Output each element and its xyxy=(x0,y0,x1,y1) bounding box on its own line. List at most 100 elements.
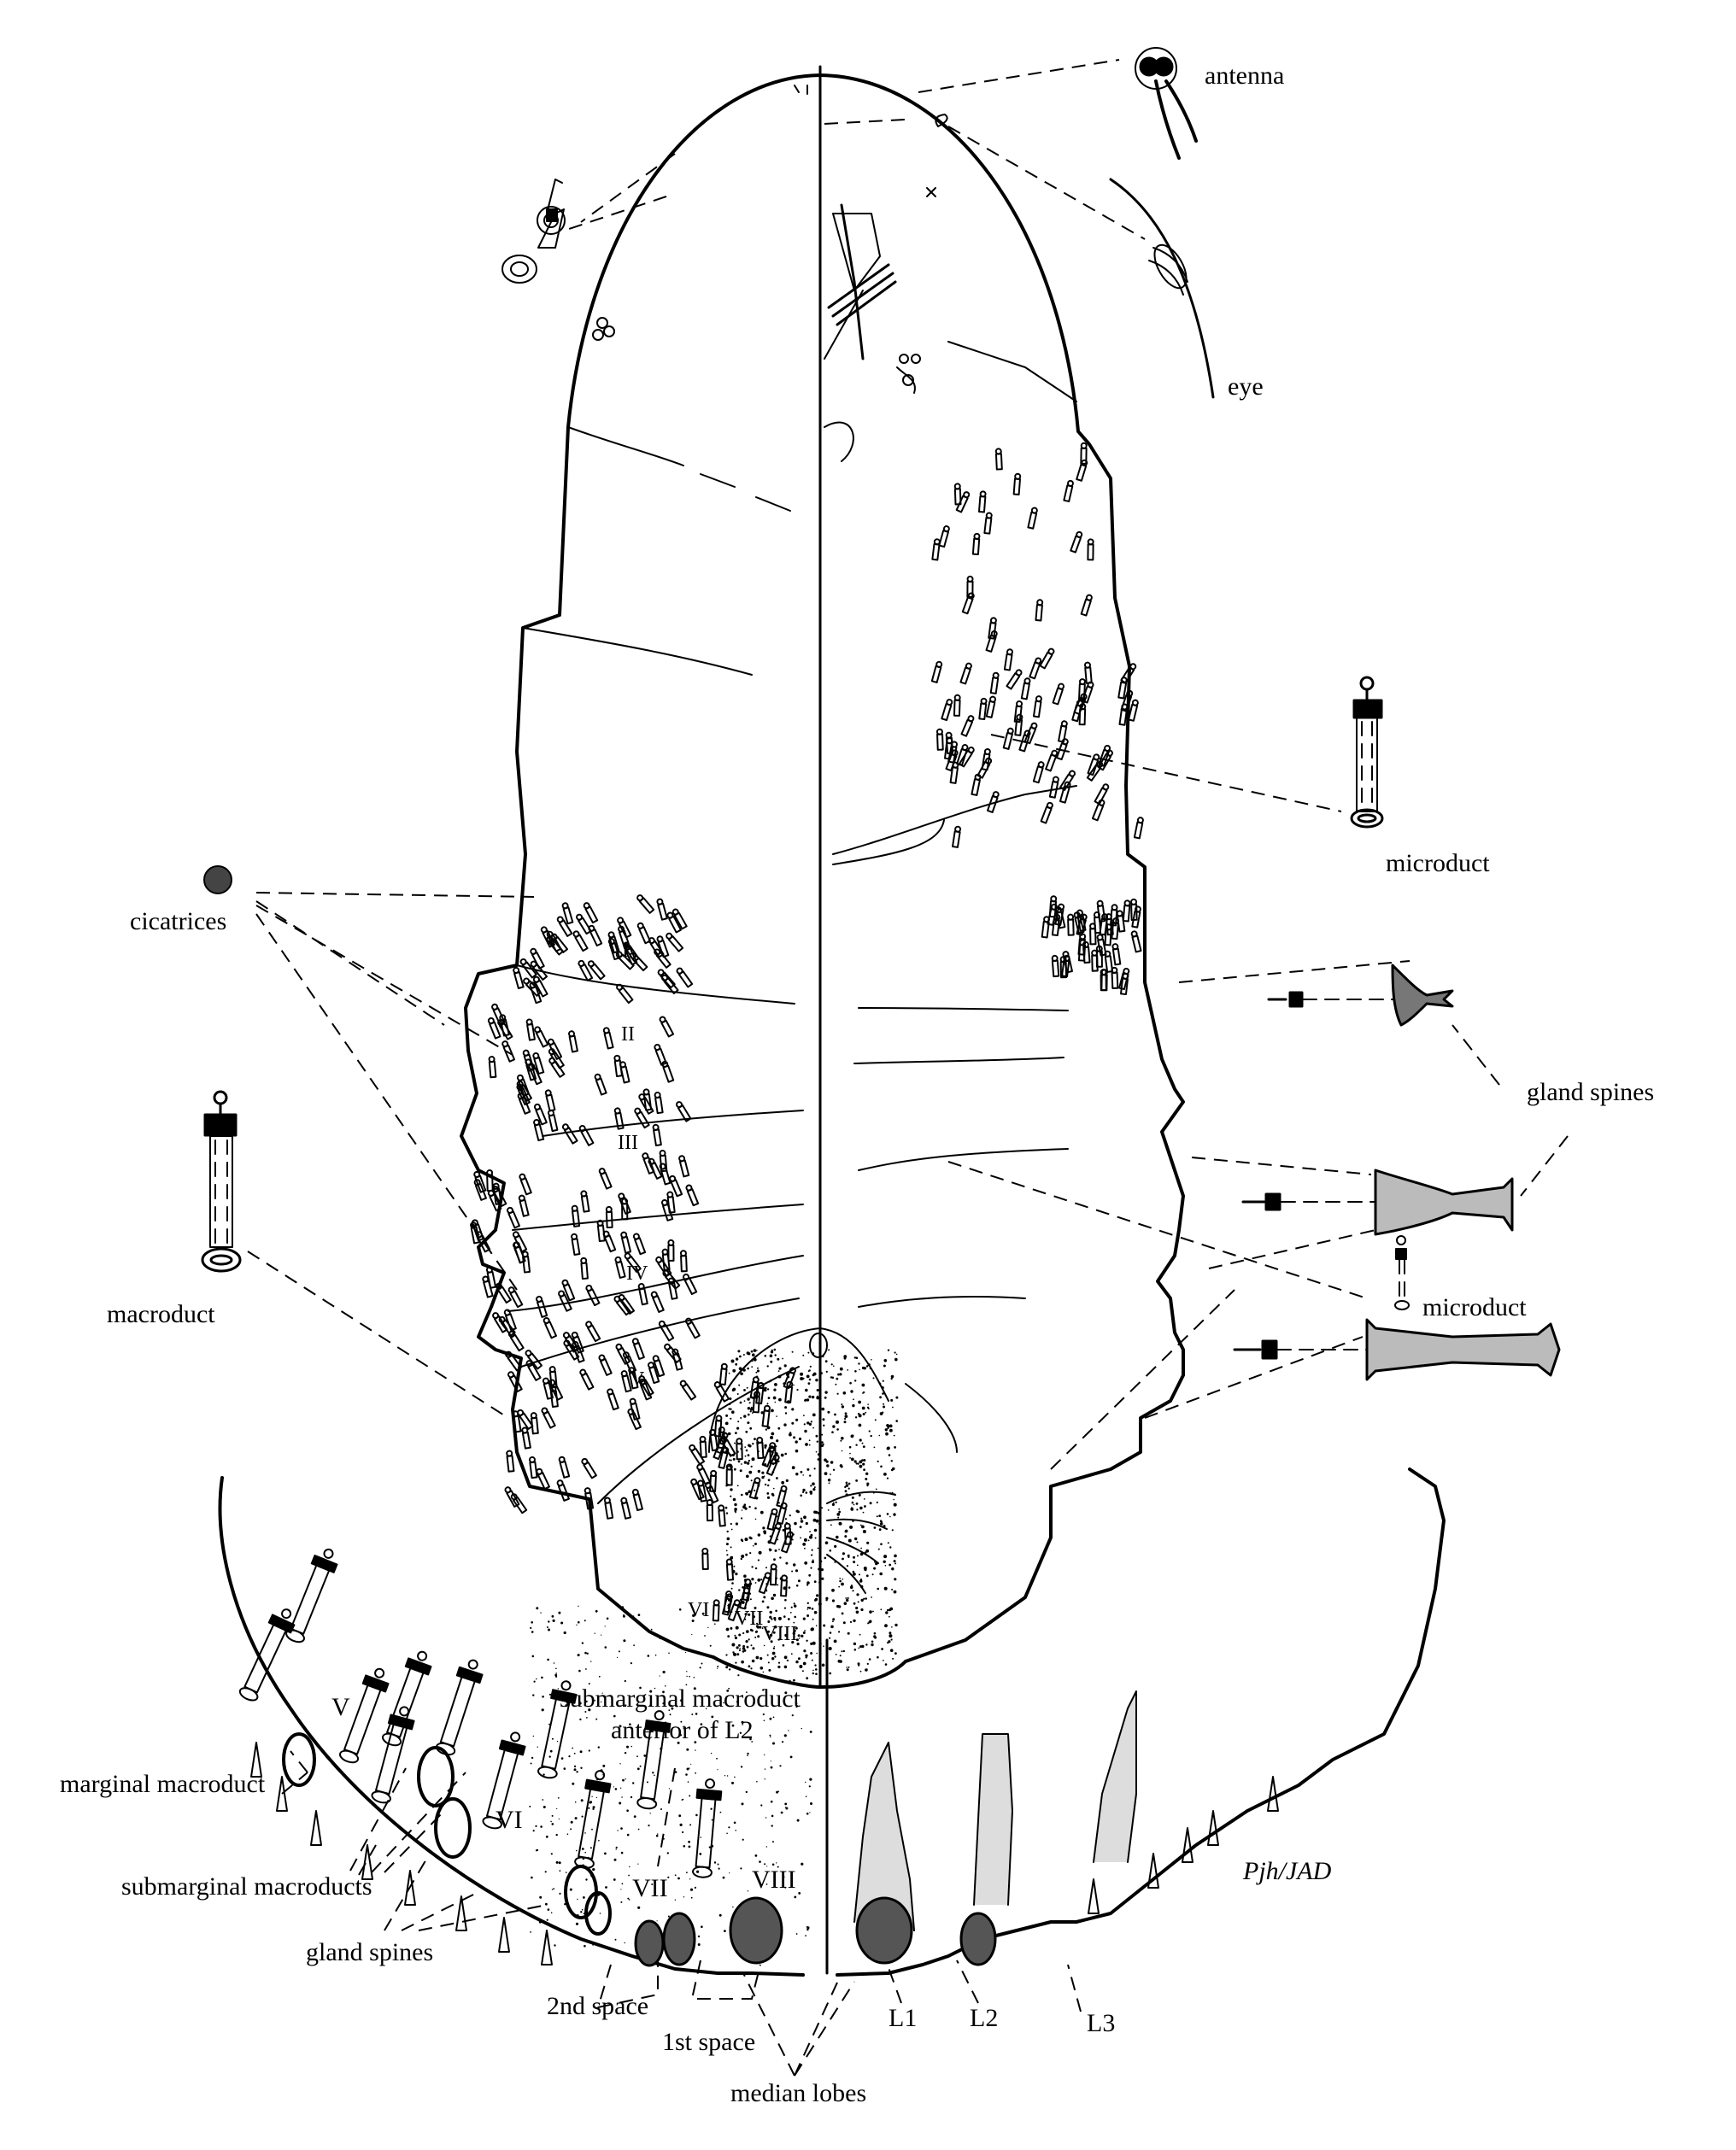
stipple-dot xyxy=(718,1913,722,1917)
gland-duct xyxy=(989,671,1000,694)
stipple-dot xyxy=(773,1487,775,1490)
stipple-dot xyxy=(828,1647,832,1650)
stipple-dot xyxy=(584,1832,586,1834)
stipple-dot xyxy=(716,1757,718,1760)
stipple-dot xyxy=(852,1520,854,1522)
stipple-dot xyxy=(805,1388,808,1392)
gland-duct xyxy=(503,1309,517,1332)
stipple-dot xyxy=(883,1364,886,1368)
stipple-dot xyxy=(780,1811,783,1814)
stipple-dot xyxy=(853,1642,857,1646)
stipple-dot xyxy=(621,1606,625,1608)
stipple-dot xyxy=(802,1488,806,1492)
stipple-dot xyxy=(749,1628,753,1632)
gland-duct xyxy=(556,1479,570,1502)
stipple-dot xyxy=(805,1654,808,1658)
stipple-dot xyxy=(753,1544,754,1547)
stipple-dot xyxy=(754,1567,758,1570)
stipple-dot xyxy=(556,1807,558,1810)
stipple-dot xyxy=(800,1517,803,1520)
stipple-dot xyxy=(753,1357,757,1362)
stipple-dot xyxy=(794,1604,797,1608)
stipple-dot xyxy=(662,1702,665,1705)
head-details xyxy=(794,85,948,462)
stipple-dot xyxy=(837,1516,840,1519)
stipple-dot xyxy=(753,1615,755,1619)
stipple-dot xyxy=(746,1351,750,1355)
gland-duct xyxy=(721,1593,734,1616)
duct-head xyxy=(1080,442,1088,449)
duct-head xyxy=(666,932,673,940)
stipple-dot xyxy=(891,1588,894,1591)
stipple-dot xyxy=(773,1388,777,1391)
duct-head xyxy=(576,913,584,921)
stipple-dot xyxy=(731,1388,735,1391)
stipple-dot xyxy=(733,1468,736,1471)
duct-head xyxy=(1014,472,1022,480)
stipple-dot xyxy=(878,1514,882,1517)
stipple-dot xyxy=(574,1817,578,1820)
stipple-dot xyxy=(811,1659,813,1661)
stipple-dot xyxy=(730,1587,733,1590)
duct-tube xyxy=(949,766,959,784)
gland-duct xyxy=(1100,969,1107,992)
stipple-dot xyxy=(624,1679,626,1683)
duct-head xyxy=(954,825,962,833)
duct-head xyxy=(495,1282,502,1290)
submarginal-macroduct xyxy=(285,1548,338,1643)
stipple-dot xyxy=(835,1654,837,1655)
stipple-dot xyxy=(855,1606,859,1610)
gland-duct xyxy=(1111,966,1119,989)
gland-duct xyxy=(1029,657,1042,680)
stipple-dot xyxy=(628,1874,630,1877)
duct-head xyxy=(1105,913,1112,921)
stipple-dot xyxy=(737,1674,740,1677)
stipple-dot xyxy=(859,1438,862,1442)
stipple-dot xyxy=(794,1615,796,1619)
stipple-dot xyxy=(746,1630,749,1633)
duct-tube xyxy=(1052,687,1064,706)
stipple-dot xyxy=(886,1447,890,1450)
stipple-dot xyxy=(833,1639,837,1643)
duct-head xyxy=(666,911,674,919)
stipple-dot xyxy=(880,1608,883,1611)
stipple-dot xyxy=(548,1693,552,1696)
gland-duct xyxy=(1076,909,1087,932)
duct-tube xyxy=(580,1262,589,1280)
stipple-dot xyxy=(771,1596,774,1601)
stipple-dot xyxy=(744,1455,747,1457)
duct-head xyxy=(506,1206,513,1214)
stipple-dot xyxy=(752,1443,754,1445)
gland-duct xyxy=(1058,720,1068,743)
stipple-dot xyxy=(741,1463,742,1465)
stipple-dot xyxy=(767,1484,770,1487)
duct-head xyxy=(533,1118,541,1126)
gland-duct xyxy=(706,1499,714,1522)
stipple-dot xyxy=(817,1453,820,1456)
stipple-dot xyxy=(691,1620,695,1622)
duct-tube xyxy=(960,718,974,737)
duct-head xyxy=(1036,599,1044,606)
duct-head xyxy=(507,1286,515,1294)
stipple-dot xyxy=(736,1393,739,1395)
stipple-dot xyxy=(735,1661,737,1664)
gland-duct xyxy=(585,1284,601,1307)
gland-duct xyxy=(642,1152,655,1175)
duct-head xyxy=(696,1463,704,1471)
stipple-dot xyxy=(601,1692,603,1694)
duct-head xyxy=(648,937,655,945)
duct-head xyxy=(578,959,585,967)
stipple-dot xyxy=(578,1620,580,1624)
duct-head xyxy=(667,1239,675,1246)
stipple-dot xyxy=(777,1538,779,1541)
stipple-dot xyxy=(893,1498,894,1501)
stipple-dot xyxy=(763,1388,767,1392)
duct-head xyxy=(1030,507,1038,514)
gland-duct xyxy=(941,699,953,722)
stipple-dot xyxy=(700,1837,702,1838)
stipple-dot xyxy=(798,1437,802,1441)
stipple-dot xyxy=(822,1443,824,1445)
gland-duct xyxy=(571,1233,581,1256)
stipple-dot xyxy=(889,1546,892,1549)
duct-tube xyxy=(580,1194,590,1213)
